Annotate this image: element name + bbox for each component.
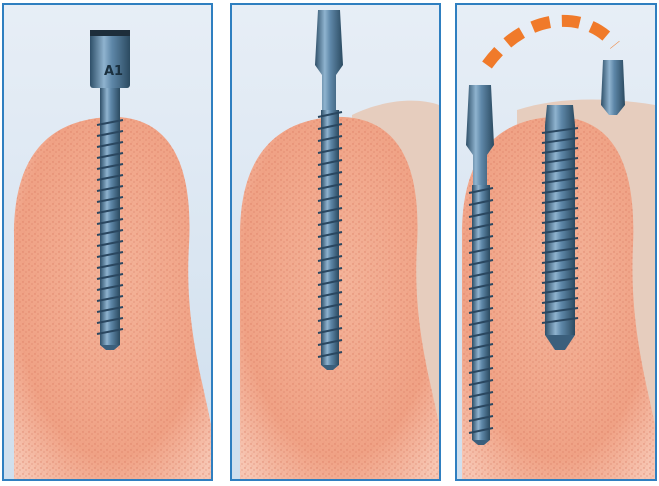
screw [318, 110, 342, 370]
cap [601, 60, 625, 115]
screw [97, 115, 123, 350]
implant [542, 105, 578, 350]
panel-1-illustration: A1 [4, 5, 211, 479]
panel-3-illustration [457, 5, 655, 479]
cap-marking: A1 [104, 64, 123, 79]
panel-2-illustration [232, 5, 439, 479]
panel-1: A1 [2, 3, 213, 481]
panel-2 [230, 3, 441, 481]
panel-3 [455, 3, 657, 481]
